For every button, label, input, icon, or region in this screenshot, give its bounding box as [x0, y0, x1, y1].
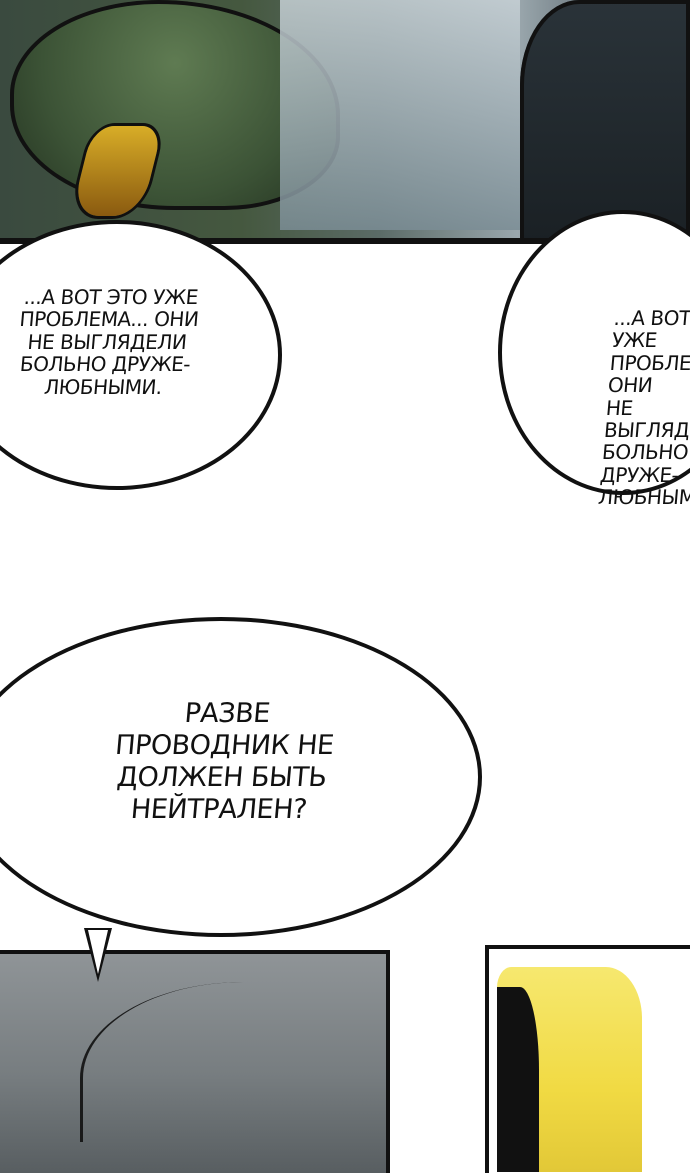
bottom-left-panel-image — [0, 950, 390, 1173]
top-panel-image — [0, 0, 690, 244]
bottom-right-panel-image — [485, 945, 690, 1173]
dark-figure-silhouette — [520, 0, 690, 244]
speech-text-left: ...А ВОТ ЭТО УЖЕ ПРОБЛЕМА... ОНИ НЕ ВЫГЛ… — [18, 285, 200, 399]
yellow-character-figure — [497, 967, 642, 1172]
speech-text-center: РАЗВЕ ПРОВОДНИК НЕ ДОЛЖЕН БЫТЬ НЕЙТРАЛЕН… — [113, 698, 335, 825]
speech-bubble-left — [0, 220, 282, 490]
character-hair-outline — [80, 982, 353, 1142]
speech-bubble-center — [0, 617, 482, 937]
speech-text-right: ...А ВОТ ЭТО УЖЕ ПРОБЛЕМА... ОНИ НЕ ВЫГЛ… — [597, 306, 690, 510]
background-sky-block — [280, 0, 520, 230]
speech-bubble-tail-inner — [88, 930, 108, 974]
